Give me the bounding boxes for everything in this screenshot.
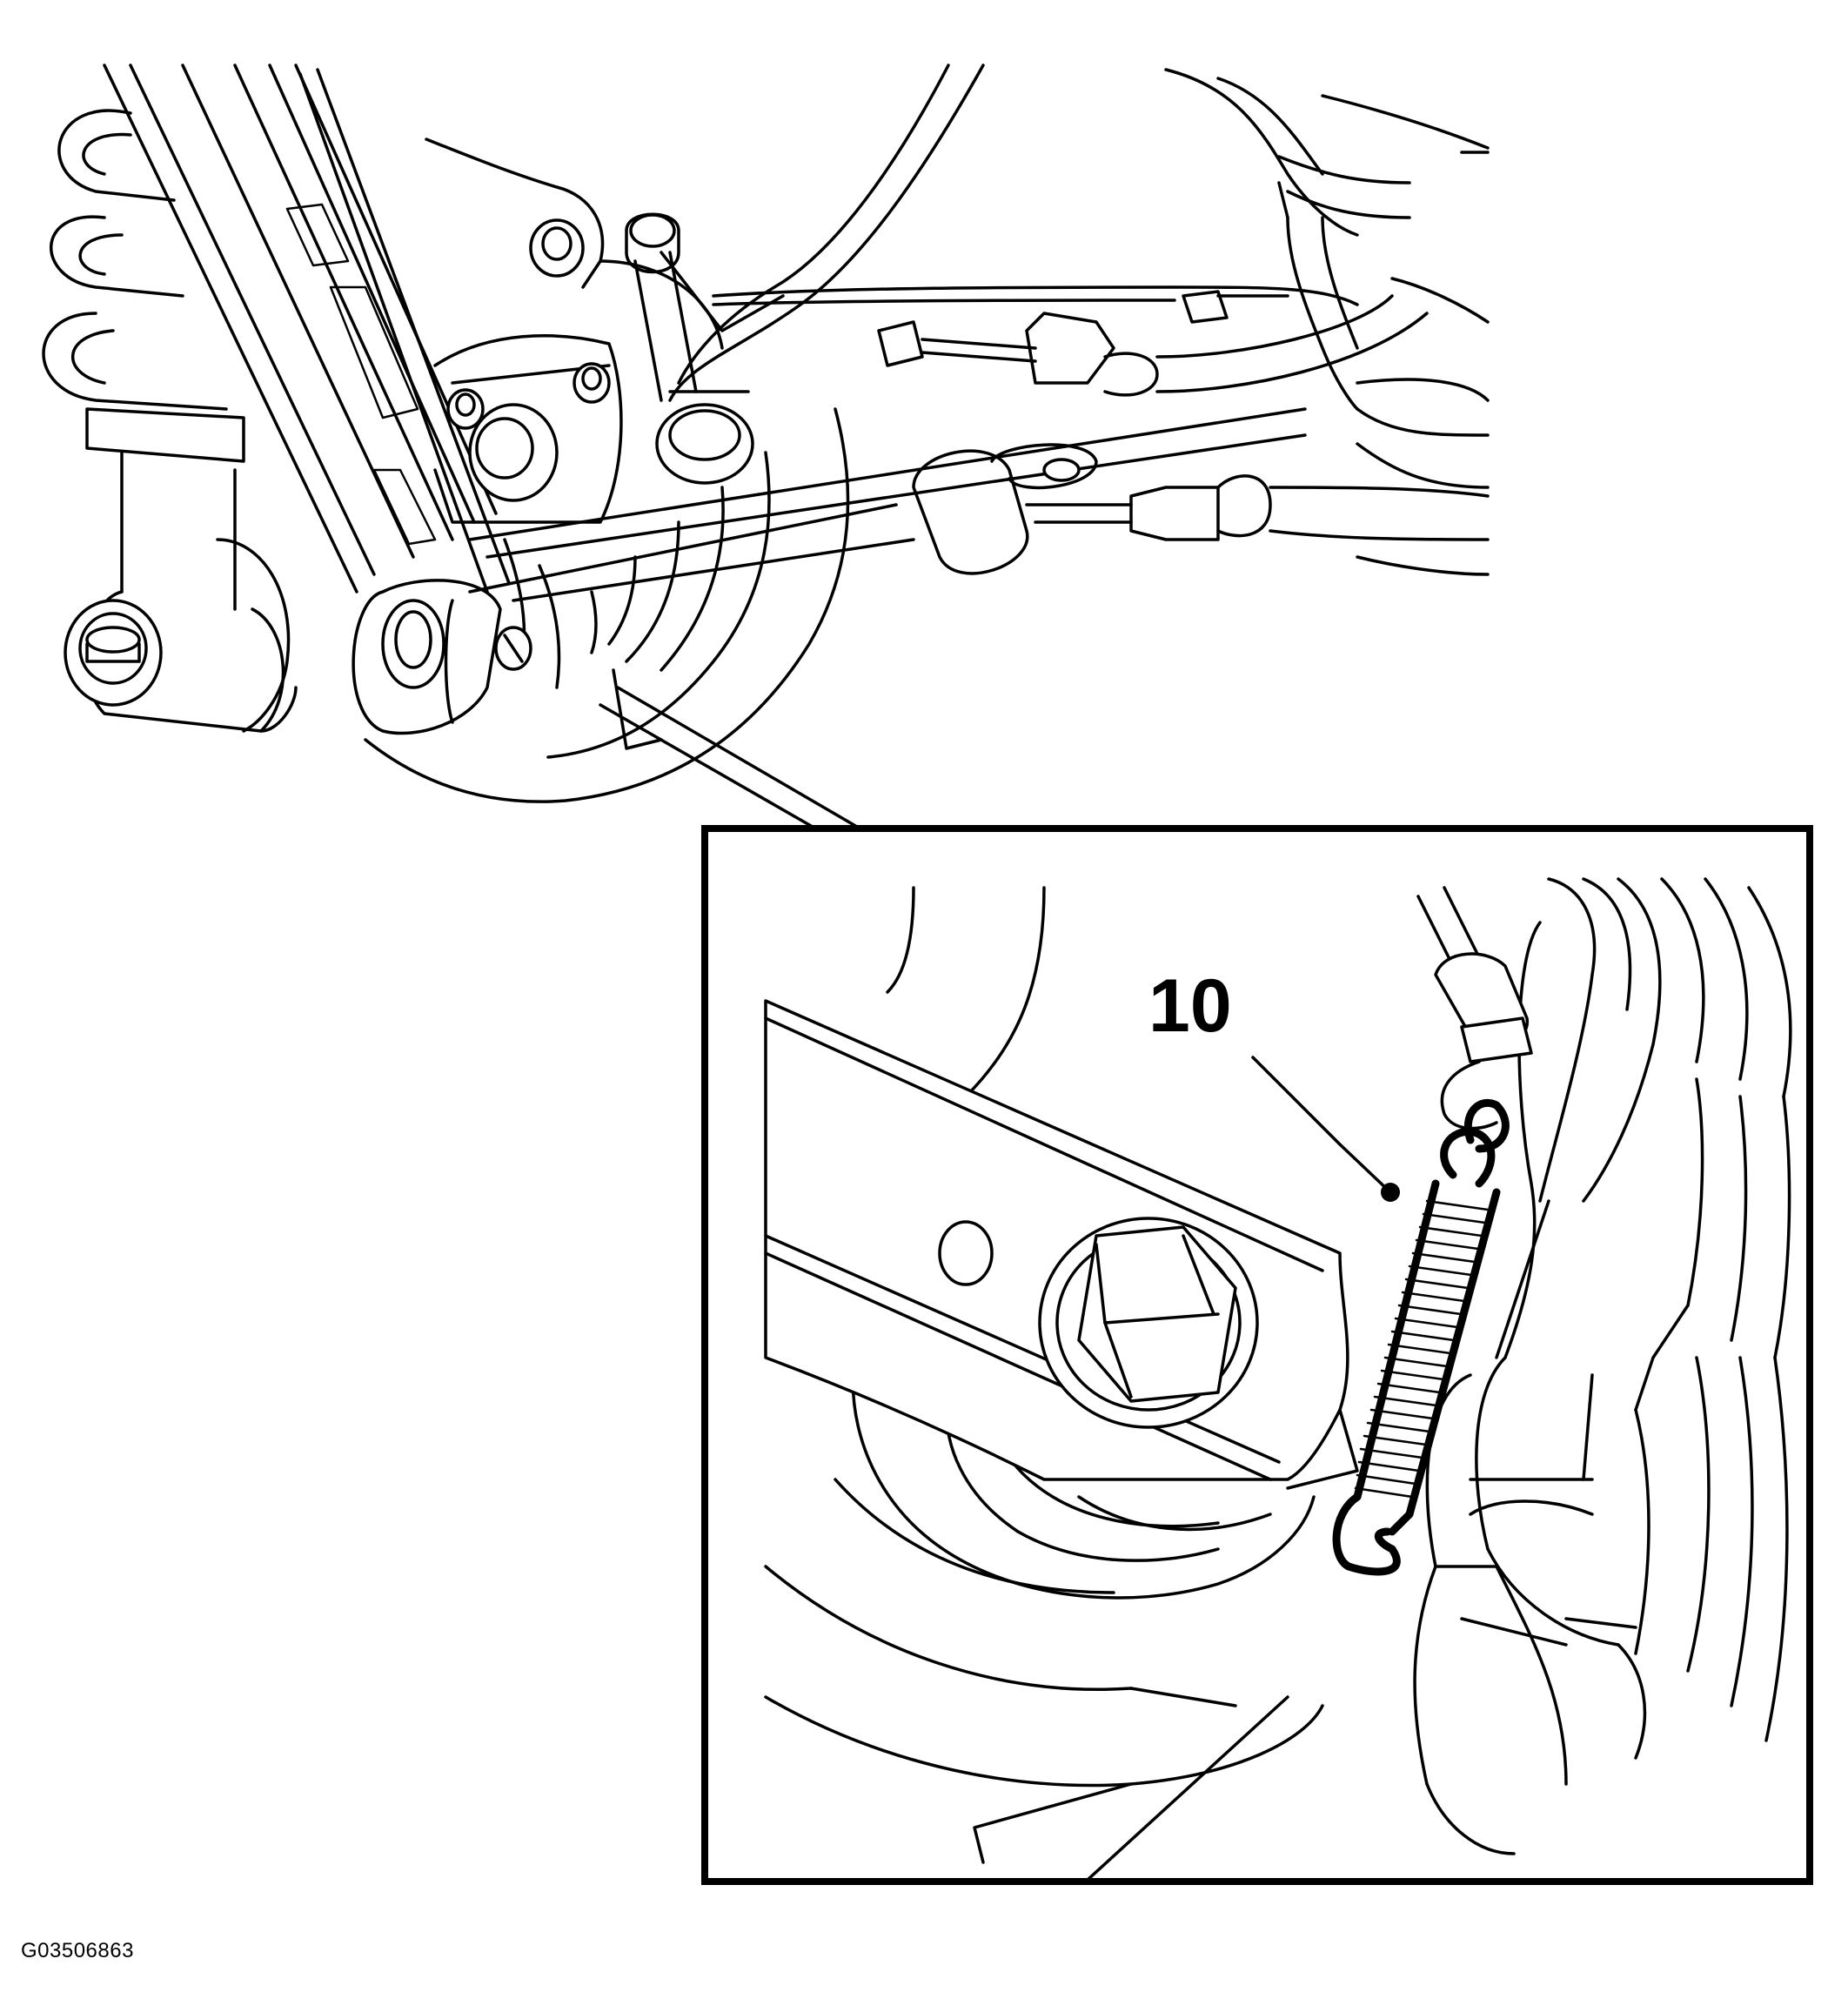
- detail-inset: 10: [701, 825, 1813, 1885]
- brake-disc: [364, 407, 850, 803]
- knuckle-bolts: [446, 212, 680, 430]
- trailing-arm: [103, 64, 511, 594]
- parking-brake-cable: [1025, 442, 1490, 576]
- hub-carrier: [425, 138, 724, 524]
- shock-absorber: [64, 451, 298, 733]
- arm-bushing: [352, 579, 532, 735]
- brake-hose: [1164, 68, 1490, 437]
- coil-spring: [42, 109, 245, 463]
- lower-control-arm: [468, 407, 1307, 602]
- brake-cable-upper: [712, 285, 1429, 397]
- return-spring: [1332, 1098, 1510, 1576]
- callout-leader: [1251, 1056, 1342, 1146]
- stabilizer-link: [633, 64, 985, 485]
- figure-code: G03506863: [21, 1939, 134, 1962]
- detail-leader: [599, 686, 902, 842]
- overview-drawing: [42, 64, 1490, 842]
- callout-number: 10: [1148, 964, 1232, 1048]
- bolt-head: [1038, 1217, 1259, 1429]
